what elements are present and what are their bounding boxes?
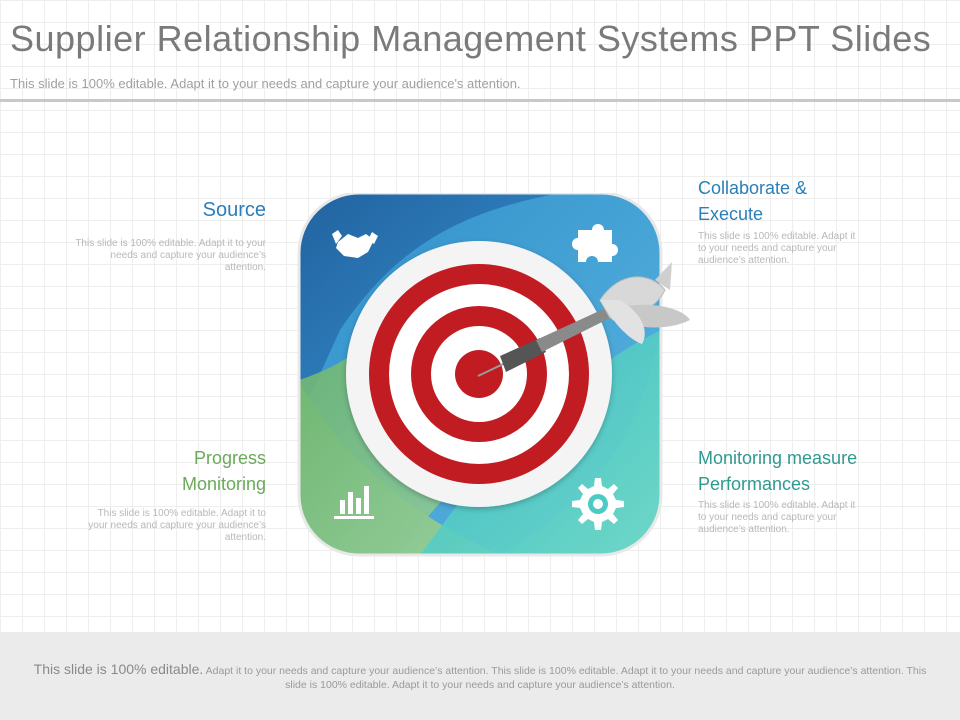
progress-monitoring-label: Progress Monitoring bbox=[181, 448, 266, 494]
slide-title: Supplier Relationship Management Systems… bbox=[10, 18, 932, 59]
monitoring-performances-label: Monitoring measure Performances bbox=[698, 448, 858, 494]
dart-icon bbox=[477, 262, 690, 377]
slide-subtitle: This slide is 100% editable. Adapt it to… bbox=[10, 76, 521, 91]
source-label: Source bbox=[202, 199, 266, 221]
handshake-icon bbox=[332, 230, 378, 258]
footer-text-block: This slide is 100% editable. Adapt it to… bbox=[30, 662, 930, 692]
source-description: This slide is 100% editable. Adapt it to… bbox=[75, 238, 266, 273]
bar-chart-icon bbox=[334, 486, 374, 519]
gear-icon bbox=[572, 478, 624, 530]
monitoring-performances-description: This slide is 100% editable. Adapt it to… bbox=[698, 500, 856, 535]
footer-band: This slide is 100% editable. Adapt it to… bbox=[0, 632, 960, 720]
footer-lead: This slide is 100% editable. bbox=[33, 661, 204, 677]
bullseye-target bbox=[346, 241, 612, 507]
puzzle-icon bbox=[572, 224, 618, 262]
collaborate-execute-label: Collaborate & Execute bbox=[698, 178, 808, 224]
progress-monitoring-description: This slide is 100% editable. Adapt it to… bbox=[88, 508, 266, 543]
target-graphic bbox=[297, 193, 690, 557]
collaborate-execute-description: This slide is 100% editable. Adapt it to… bbox=[698, 231, 856, 266]
footer-body: Adapt it to your needs and capture your … bbox=[205, 665, 927, 691]
header-divider bbox=[0, 99, 960, 102]
